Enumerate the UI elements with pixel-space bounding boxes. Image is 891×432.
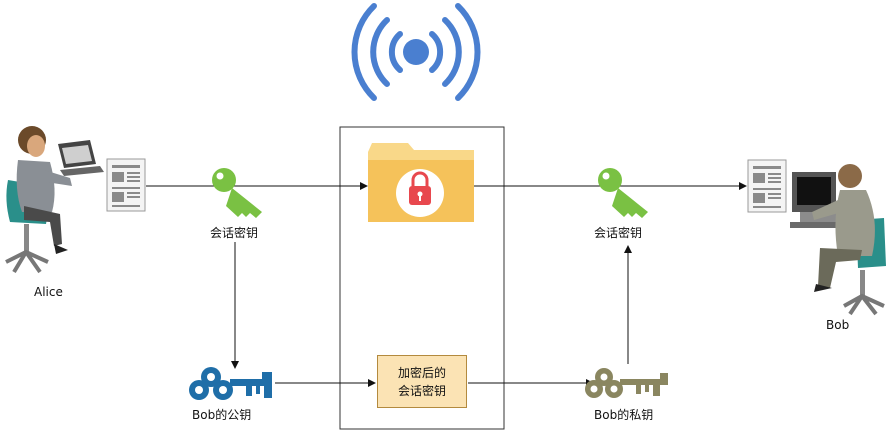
wireless-signal-icon xyxy=(351,3,481,101)
flow-arrows xyxy=(146,182,747,387)
bob-private-key-label: Bob的私钥 xyxy=(594,408,654,422)
channel-box xyxy=(339,126,505,430)
alice-label: Alice xyxy=(34,285,63,299)
encrypted-session-key-box: 加密后的 会话密钥 xyxy=(377,355,467,408)
bob-public-key-label: Bob的公钥 xyxy=(192,408,252,422)
public-key-icon xyxy=(189,367,272,400)
bob-label: Bob xyxy=(826,318,850,332)
session-key-icon xyxy=(212,168,262,218)
document-icon xyxy=(747,159,787,213)
document-icon xyxy=(106,158,146,212)
encrypted-session-key-line1: 加密后的 xyxy=(397,365,446,380)
bob-person-icon xyxy=(790,164,886,316)
alice-person-icon xyxy=(5,126,104,274)
private-key-icon xyxy=(585,368,668,398)
encrypted-session-key-line2: 会话密钥 xyxy=(397,383,446,398)
session-key-icon xyxy=(598,168,648,218)
locked-folder-icon xyxy=(368,143,474,222)
session-key-label-right: 会话密钥 xyxy=(594,226,643,240)
session-key-label-left: 会话密钥 xyxy=(210,226,259,240)
